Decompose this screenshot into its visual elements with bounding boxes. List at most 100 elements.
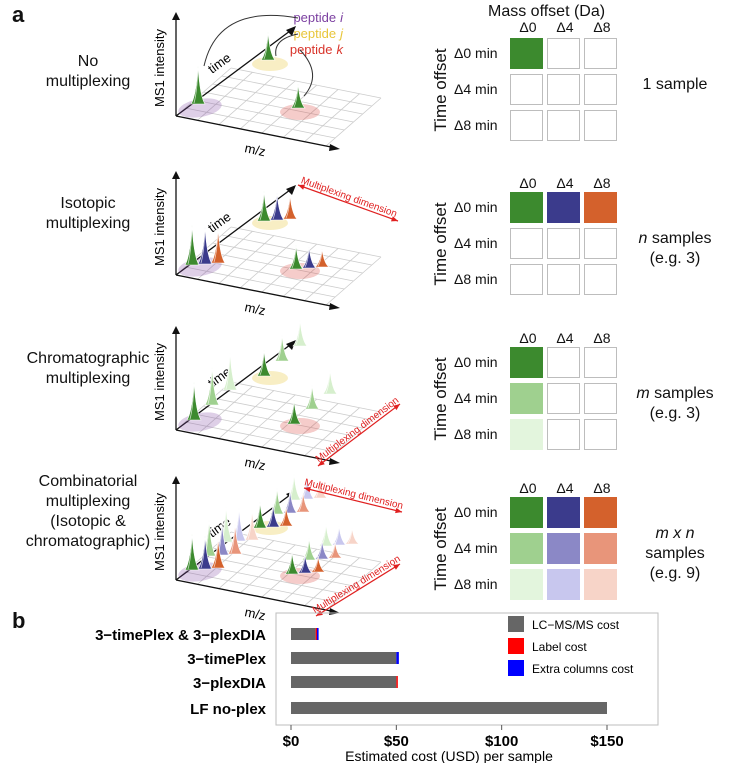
time-offset-title: Time offset — [431, 202, 450, 286]
chromatogram-peak — [284, 551, 300, 575]
multiplexing-arrow — [297, 184, 399, 222]
row-label-line: No — [77, 53, 99, 70]
samples-example: (e.g. 3) — [649, 250, 701, 267]
peak-j — [260, 31, 276, 61]
grid-cell — [584, 347, 617, 378]
grid-cell — [547, 110, 580, 141]
samples-label-1: n samples(e.g. 3) — [620, 229, 730, 269]
grid-cell — [547, 228, 580, 259]
multiplexing-arrow — [317, 403, 401, 467]
y-axis-label: MS1 intensity — [152, 187, 167, 266]
bar-lc-ms-ms-cost — [291, 652, 397, 664]
multiplexing-dimension-label: Multiplexing dimension — [299, 175, 398, 220]
legend-label: LC−MS/MS cost — [532, 618, 620, 632]
chromatogram-peak — [343, 527, 361, 545]
samples-var: n — [638, 230, 648, 247]
mass-offset-title: Mass offset (Da) — [488, 3, 606, 20]
grid-cell — [584, 74, 617, 105]
mz-axis — [175, 429, 337, 463]
grid-cell — [547, 192, 580, 223]
row-label-1: Isotopic multiplexing — [8, 194, 168, 234]
grid-cell — [510, 569, 543, 600]
row-label-line: multiplexing — [45, 215, 131, 232]
row-label-line: Isotopic — [60, 195, 116, 212]
mass-header-1: Δ4 — [556, 19, 574, 35]
plot-frame — [275, 612, 659, 726]
chromatogram-peak — [204, 366, 220, 406]
time-label-0: Δ0 min — [454, 199, 498, 215]
legend-label: Label cost — [532, 640, 587, 654]
grid-cell — [584, 192, 617, 223]
arrow-j — [275, 33, 299, 57]
grid-cell — [584, 264, 617, 295]
chromatogram-peak — [184, 533, 200, 571]
chromatogram-peak — [282, 194, 298, 220]
time-label-2: Δ8 min — [454, 576, 498, 592]
grid-cell — [547, 383, 580, 414]
chromatogram-peak — [286, 399, 302, 425]
time-label-2: Δ8 min — [454, 271, 498, 287]
bar-extra-columns-cost — [396, 652, 399, 664]
chromatogram-peak — [326, 541, 344, 559]
chromatogram-peak — [314, 248, 330, 268]
chromatogram-peak — [256, 349, 272, 377]
mass-header-0: Δ0 — [519, 480, 537, 496]
legend-label: Extra columns cost — [532, 662, 634, 676]
chromatogram-peak — [274, 334, 290, 362]
chromatogram-peak — [322, 369, 338, 395]
grid-cell — [584, 569, 617, 600]
time-label-0: Δ0 min — [454, 504, 498, 520]
multiplexing-arrow — [303, 487, 403, 513]
samples-text: samples — [645, 545, 705, 562]
chromatogram-peak — [252, 501, 268, 529]
chromatogram-peak — [227, 523, 243, 555]
chromatogram-peak — [210, 537, 226, 569]
samples-example: (e.g. 3) — [649, 405, 701, 422]
grid-cell — [547, 533, 580, 564]
mass-header-2: Δ8 — [593, 175, 611, 191]
mz-axis — [175, 115, 337, 149]
grid-cell — [584, 228, 617, 259]
multiplexing-arrow — [315, 563, 401, 617]
grid-cell — [510, 74, 543, 105]
grid-cell — [547, 38, 580, 69]
mz-axis-label: m/z — [243, 299, 267, 318]
grid-cell — [547, 569, 580, 600]
grid-cell — [510, 497, 543, 528]
grid-cell — [547, 347, 580, 378]
mass-header-2: Δ8 — [593, 330, 611, 346]
time-axis-label: time — [205, 50, 234, 77]
time-offset-title: Time offset — [431, 48, 450, 132]
chromatogram-peak — [288, 244, 304, 270]
grid-cell — [510, 419, 543, 450]
samples-text: samples — [649, 385, 714, 402]
chromatogram-peak — [186, 381, 202, 421]
time-label-2: Δ8 min — [454, 117, 498, 133]
legend-swatch — [508, 660, 524, 676]
grid-cell — [584, 383, 617, 414]
row-label-line: multiplexing — [45, 493, 131, 510]
arrow-k — [299, 49, 313, 97]
mz-axis-label: m/z — [243, 604, 267, 623]
chromatogram-peak — [256, 190, 272, 222]
mass-header-1: Δ4 — [556, 175, 574, 191]
grid-cell — [584, 419, 617, 450]
chromatogram-peak — [331, 525, 347, 546]
peak-k — [290, 83, 306, 109]
chromatogram-peak — [197, 226, 213, 265]
mass-header-0: Δ0 — [519, 19, 537, 35]
category-label: 3−timePlex — [187, 651, 266, 668]
x-axis-label: Estimated cost (USD) per sample — [345, 748, 553, 763]
row-label-line: Chromatographic — [26, 350, 150, 367]
samples-var: m — [636, 385, 650, 402]
legend-swatch — [508, 616, 524, 632]
row-label-line: chromatographic) — [25, 533, 151, 550]
chromatogram-peak — [210, 228, 226, 264]
